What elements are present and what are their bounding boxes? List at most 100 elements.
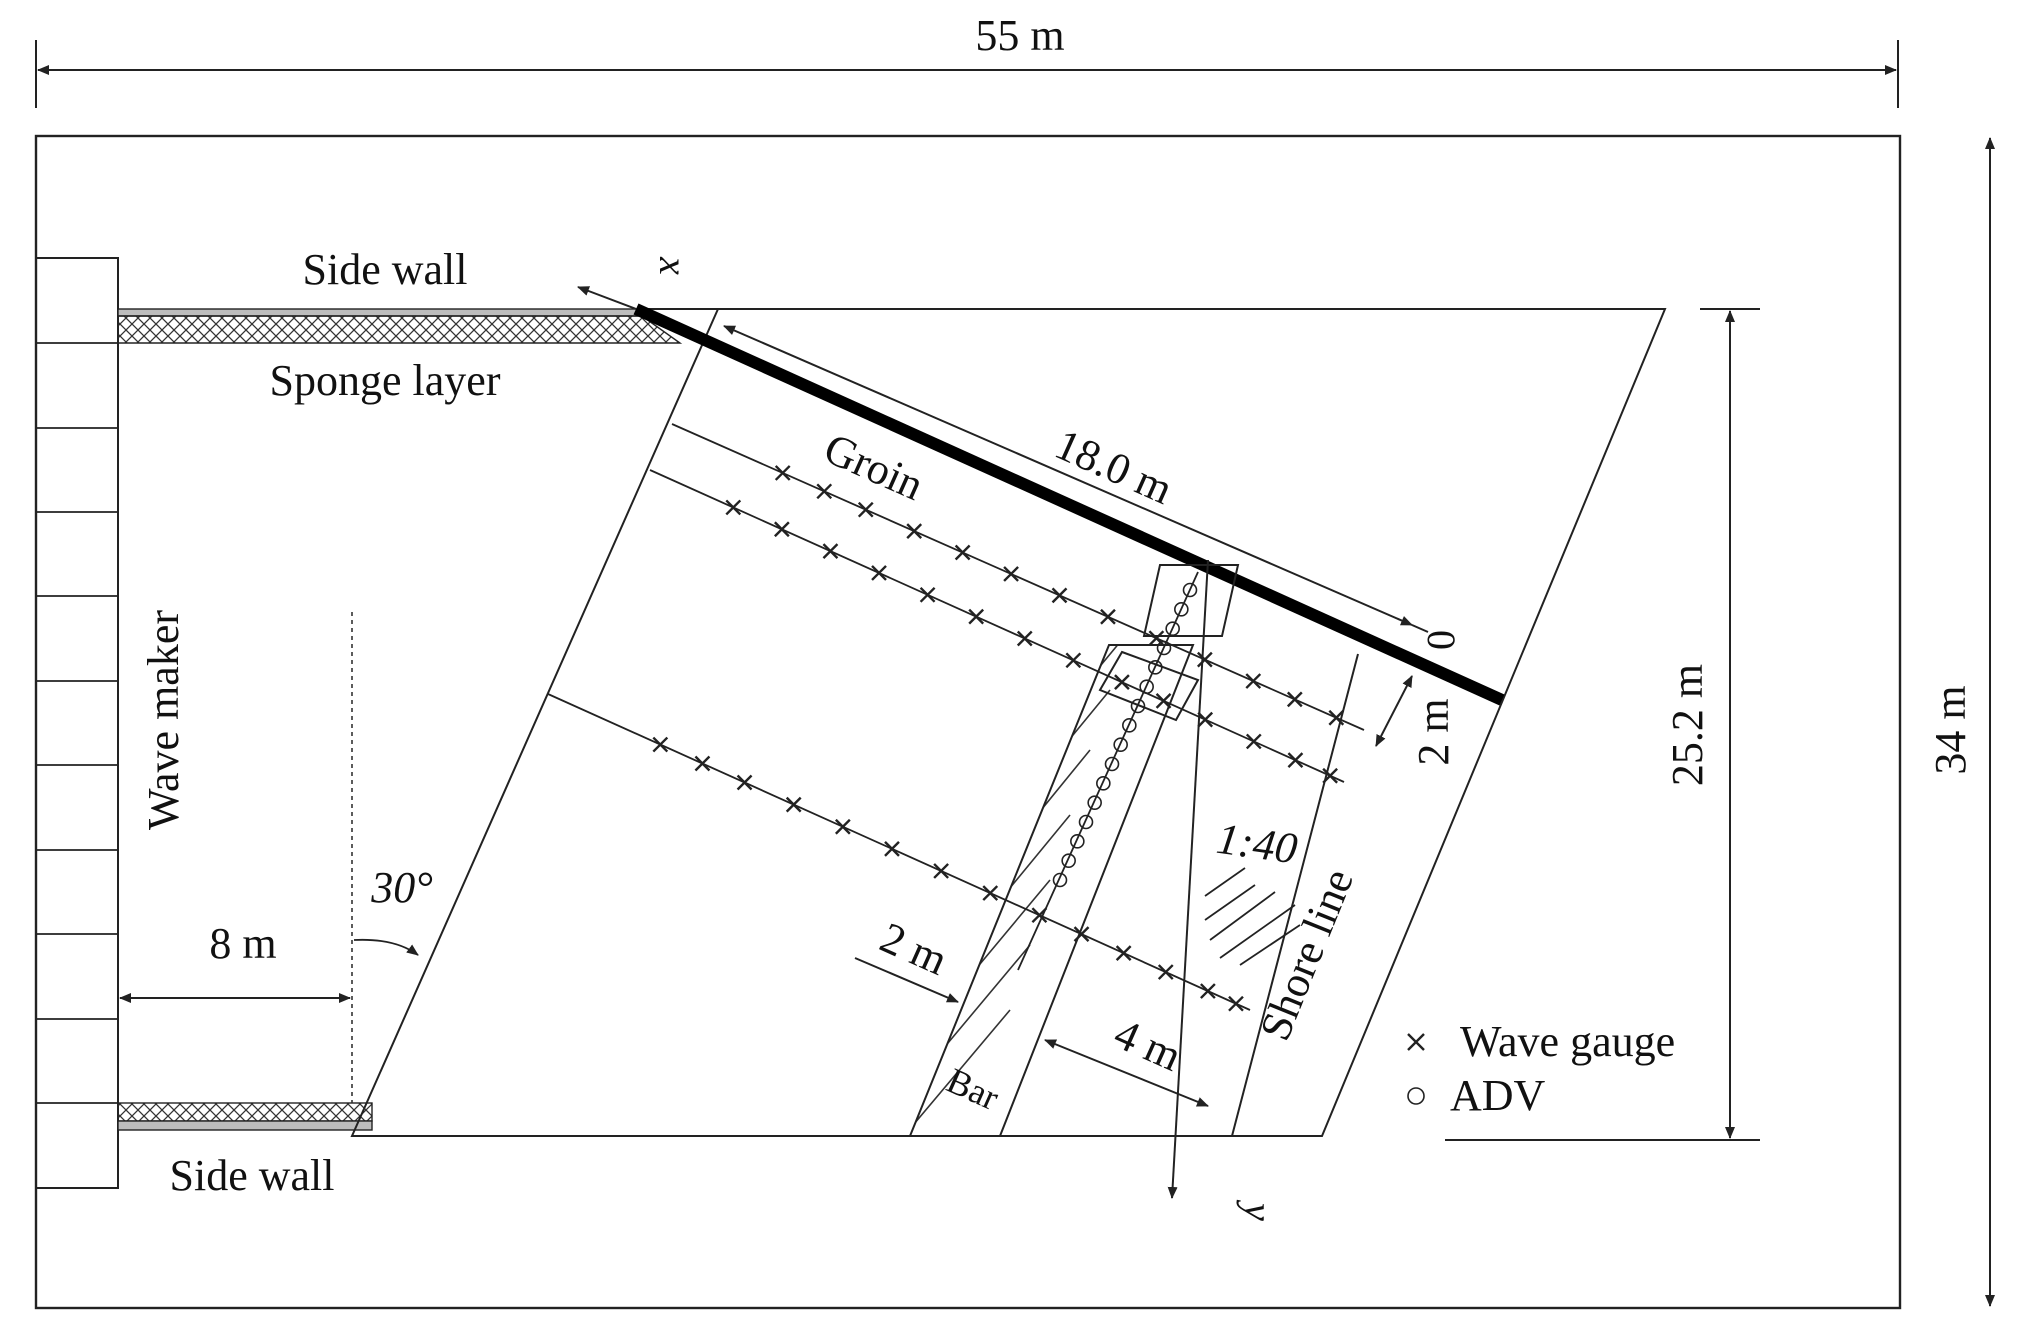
adv-marker bbox=[1156, 640, 1172, 656]
slope-label: 1:40 bbox=[1214, 814, 1301, 874]
dimension-18m-arrow bbox=[723, 325, 1413, 626]
wave-gauge-marker bbox=[822, 543, 839, 559]
wave-gauge-marker bbox=[816, 483, 833, 500]
dimension-4m-arrow bbox=[1044, 1039, 1209, 1107]
wave-gauge-marker bbox=[1322, 767, 1338, 784]
angle-30-arc bbox=[353, 938, 419, 956]
wave-gauge-marker bbox=[1114, 674, 1130, 691]
dimension-8m-label: 8 m bbox=[209, 919, 276, 968]
adv-marker bbox=[1061, 853, 1076, 868]
wave-gauge-marker bbox=[1157, 964, 1174, 980]
shore-line bbox=[1231, 653, 1359, 1137]
wave-gauge-marker bbox=[785, 796, 802, 813]
gauge-transect-3 bbox=[547, 693, 1251, 1011]
wave-gauge-marker bbox=[1245, 733, 1262, 750]
adv-marker bbox=[1078, 814, 1094, 830]
wave-gauge-marker bbox=[1003, 566, 1019, 582]
adv-marker bbox=[1087, 795, 1102, 810]
adv-marker bbox=[1122, 718, 1137, 733]
wave-gauge-marker bbox=[1328, 709, 1345, 726]
wave-gauge-marker bbox=[1287, 752, 1304, 769]
dimension-25-2m-label: 25.2 m bbox=[1663, 664, 1712, 786]
wave-gauge-marker bbox=[1016, 630, 1033, 647]
bar-label: Bar bbox=[941, 1060, 1005, 1118]
adv-marker bbox=[1104, 756, 1120, 772]
wave-gauge-marker bbox=[954, 544, 971, 561]
wave-gauge-marker bbox=[1065, 652, 1082, 669]
side-wall-bottom-label: Side wall bbox=[170, 1151, 335, 1200]
origin-label: 0 bbox=[1419, 630, 1464, 650]
wave-gauge-marker bbox=[736, 774, 753, 791]
adv-marker bbox=[1174, 602, 1189, 617]
wave-gauge-marker bbox=[834, 818, 851, 835]
wave-gauge-marker bbox=[933, 863, 949, 879]
wave-gauge-marker bbox=[1196, 651, 1213, 668]
wave-gauge-marker bbox=[871, 565, 887, 581]
adv-marker bbox=[1096, 776, 1111, 791]
wave-gauge-marker bbox=[1200, 983, 1216, 999]
shore-line-label: Shore line bbox=[1250, 862, 1363, 1047]
adv-marker bbox=[1070, 834, 1085, 849]
wave-gauge-marker bbox=[694, 755, 711, 772]
wave-maker-label: Wave maker bbox=[139, 610, 188, 830]
legend-wave-gauge-label: Wave gauge bbox=[1460, 1017, 1675, 1066]
dimension-2m-origin-label: 2 m bbox=[1409, 698, 1458, 765]
wave-gauge-marker bbox=[1155, 693, 1172, 709]
adv-markers bbox=[1052, 582, 1198, 888]
bar-hatch-box-upper bbox=[1142, 564, 1240, 637]
sponge-layer-label: Sponge layer bbox=[270, 356, 501, 405]
legend-adv-icon bbox=[1407, 1087, 1425, 1105]
wave-gauge-marker bbox=[725, 499, 742, 516]
legend: Wave gauge ADV bbox=[1407, 1017, 1675, 1120]
wave-gauge-marker bbox=[774, 521, 790, 538]
groin bbox=[633, 303, 1505, 706]
bar-hatching bbox=[910, 645, 1193, 1136]
adv-marker bbox=[1182, 582, 1198, 598]
dimension-18m-tick bbox=[1411, 624, 1429, 633]
wave-gauge-marker bbox=[1228, 995, 1244, 1012]
wave-gauge-marker bbox=[982, 885, 999, 901]
wave-gauge-marker bbox=[1073, 926, 1090, 943]
adv-marker bbox=[1139, 679, 1154, 694]
angle-30-label: 30° bbox=[370, 863, 433, 912]
top-sponge-layer bbox=[117, 315, 683, 344]
wave-gauge-marker bbox=[906, 523, 923, 539]
axis-x-arrow bbox=[577, 286, 637, 310]
axis-x-label: x bbox=[651, 256, 696, 275]
wave-gauge-marker bbox=[652, 736, 669, 753]
wave-gauge-marker bbox=[1051, 587, 1068, 604]
wave-gauge-marker bbox=[884, 840, 900, 857]
dimension-2m-origin-arrow bbox=[1375, 675, 1413, 747]
wave-gauge-marker bbox=[1286, 691, 1303, 708]
wave-gauge-marker bbox=[857, 501, 874, 518]
bottom-side-wall bbox=[117, 1120, 373, 1131]
slope-indicator bbox=[1204, 867, 1301, 966]
axis-y-label: y bbox=[1236, 1199, 1281, 1221]
legend-wave-gauge-icon bbox=[1407, 1033, 1425, 1051]
wave-maker bbox=[35, 257, 119, 1189]
gauge-transect-2 bbox=[649, 469, 1345, 783]
wave-gauge-marker bbox=[1115, 945, 1132, 961]
wave-gauge-marker bbox=[1197, 711, 1214, 728]
adv-marker bbox=[1052, 872, 1068, 888]
top-side-wall bbox=[117, 308, 639, 317]
legend-adv-label: ADV bbox=[1450, 1071, 1546, 1120]
wave-gauge-marker bbox=[919, 586, 936, 603]
wave-gauge-marker bbox=[1148, 630, 1165, 647]
wave-gauge-marker bbox=[1245, 673, 1262, 689]
wave-gauge-marker bbox=[968, 608, 985, 625]
wave-gauges bbox=[652, 465, 1345, 1012]
gauge-transect-1 bbox=[671, 423, 1365, 731]
bottom-sponge-layer bbox=[117, 1102, 373, 1122]
wave-maker-dividers bbox=[36, 342, 118, 1104]
dimension-bar-width-arrow bbox=[854, 957, 959, 1003]
bar-hatch-box-lower bbox=[1098, 650, 1200, 722]
basin-outline bbox=[350, 308, 1667, 1137]
adv-marker bbox=[1148, 660, 1163, 675]
bar bbox=[908, 564, 1240, 1137]
adv-line bbox=[1017, 571, 1199, 971]
side-wall-top-label: Side wall bbox=[303, 245, 468, 294]
dimension-55m-label: 55 m bbox=[975, 11, 1064, 60]
wave-gauge-marker bbox=[1100, 608, 1116, 625]
